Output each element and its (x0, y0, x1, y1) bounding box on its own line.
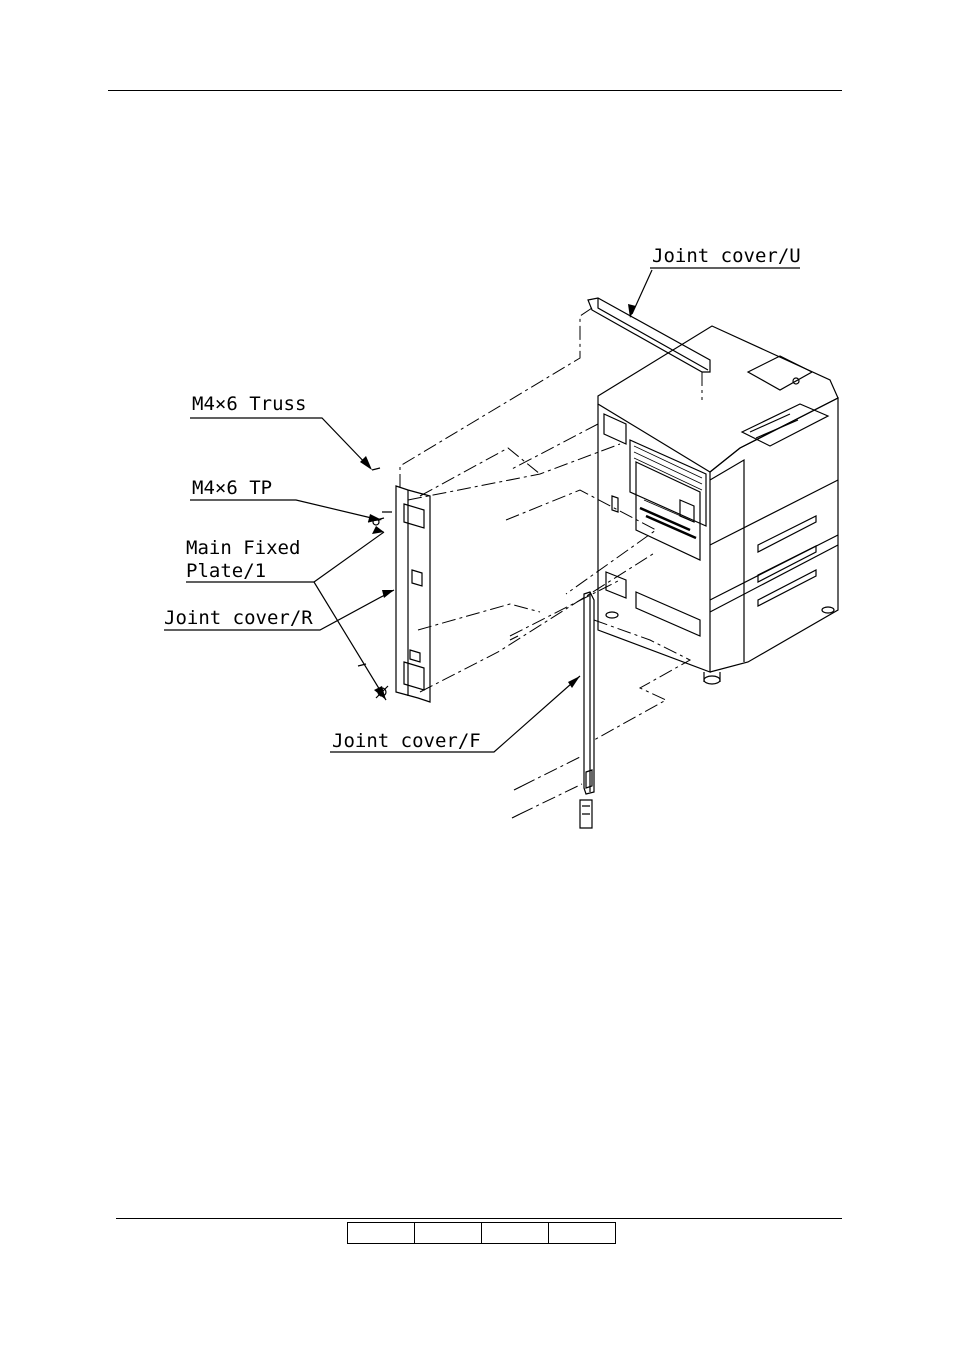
label-main-fixed-plate-line2: Plate/1 (186, 560, 266, 582)
label-truss-screw: M4×6 Truss (192, 393, 306, 415)
footer-revision-table (347, 1222, 616, 1244)
footer-cell-3 (482, 1223, 549, 1244)
footer-cell-1 (348, 1223, 415, 1244)
label-tp-screw: M4×6 TP (192, 477, 272, 499)
footer-cell-4 (549, 1223, 616, 1244)
joint-cover-f-part (580, 592, 594, 828)
joint-cover-r-part (396, 486, 430, 702)
machine-body (598, 326, 838, 684)
label-joint-cover-r: Joint cover/R (164, 607, 313, 629)
screws (358, 468, 522, 818)
label-joint-cover-f: Joint cover/F (332, 730, 481, 752)
footer-cell-2 (415, 1223, 482, 1244)
footer-rule (116, 1218, 842, 1219)
label-joint-cover-u: Joint cover/U (652, 245, 801, 267)
joint-cover-u-part (588, 298, 710, 372)
label-main-fixed-plate-line1: Main Fixed (186, 537, 300, 559)
